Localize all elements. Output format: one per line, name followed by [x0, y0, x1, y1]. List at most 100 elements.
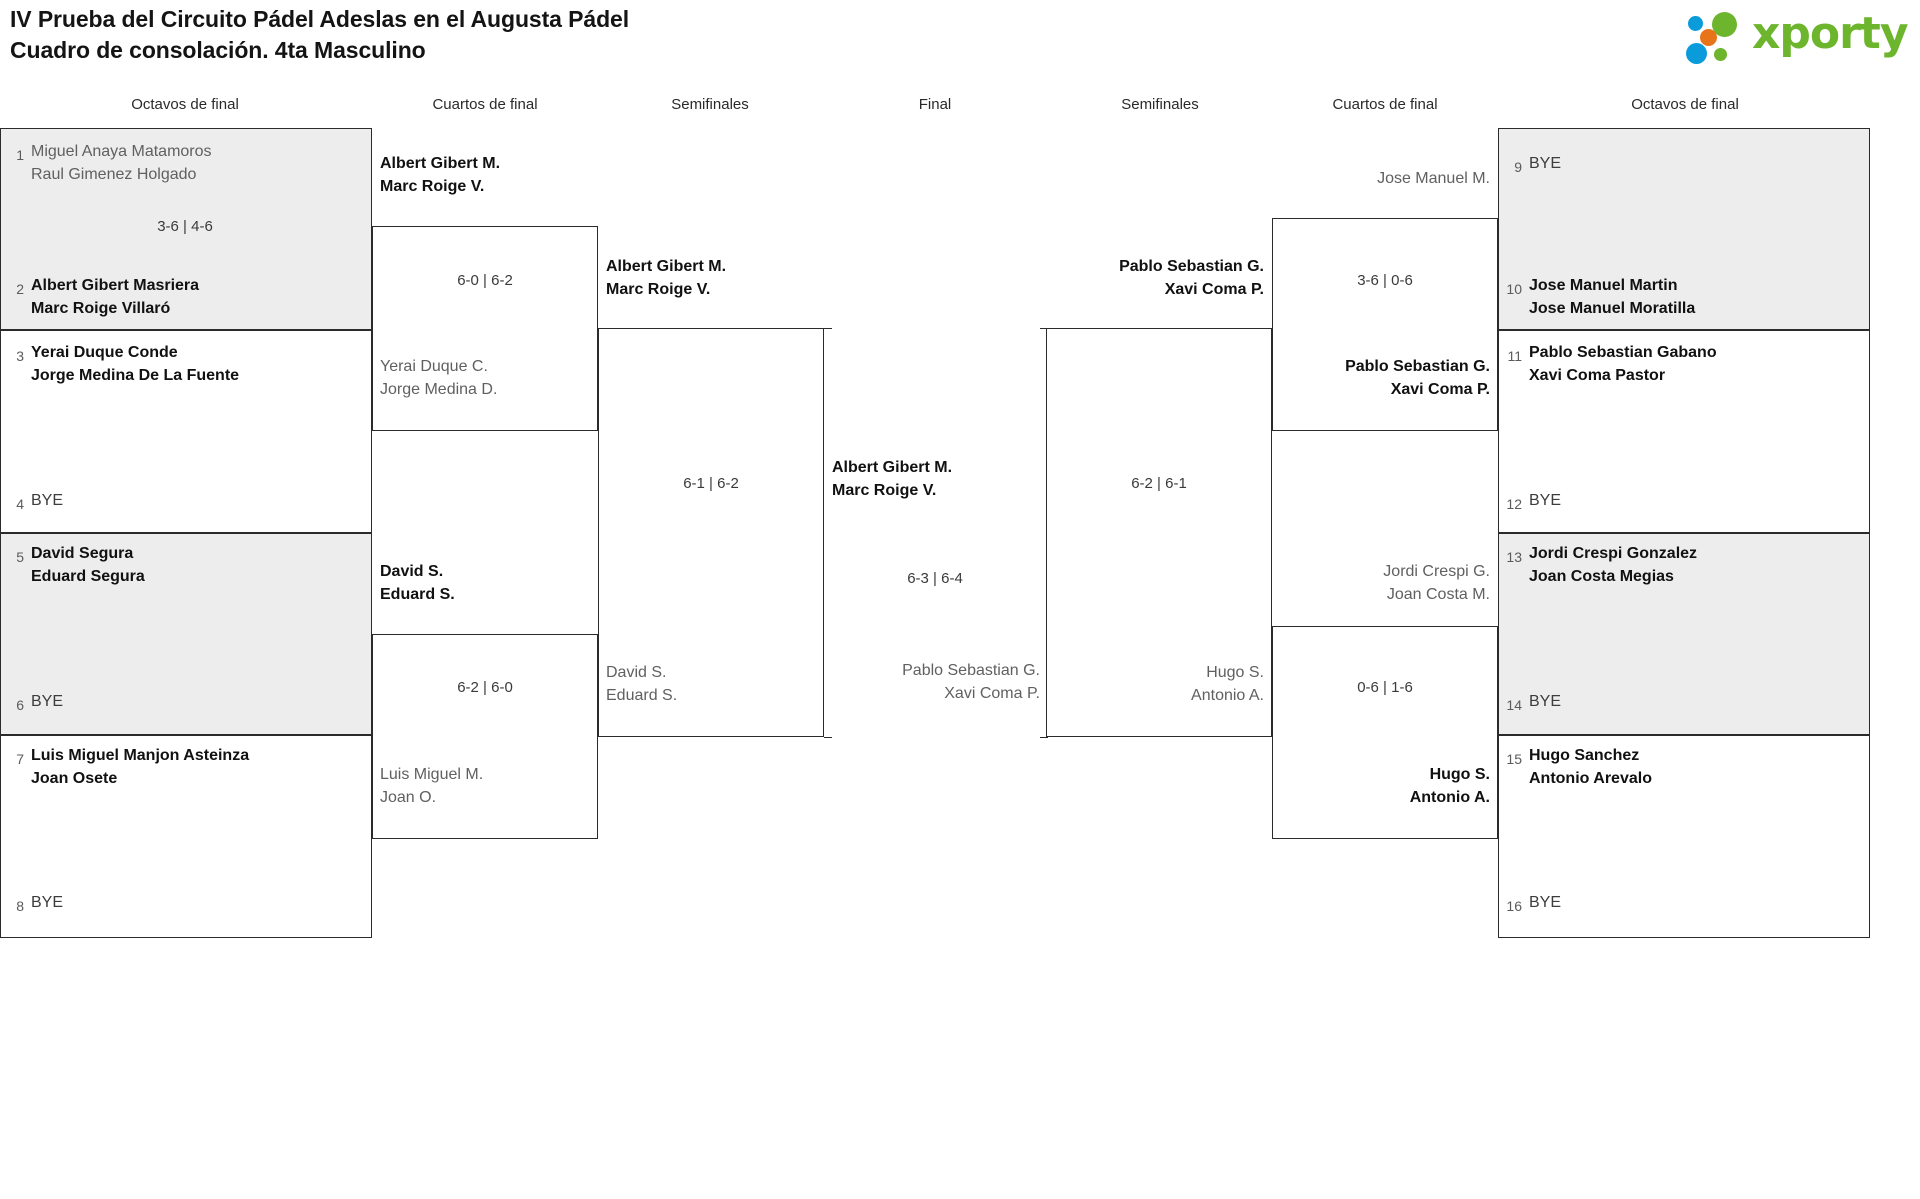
team-names: BYE: [31, 693, 64, 710]
round-label-right-qf: Cuartos de final: [1332, 96, 1438, 113]
final-slot-top[interactable]: Albert Gibert M. Marc Roige V.: [832, 459, 953, 499]
left-seed-entry-1[interactable]: 1 Miguel Anaya Matamoros Raul Gimenez Ho…: [8, 140, 212, 186]
seed-number: 8: [16, 898, 24, 914]
right-qf-score-1: 3-6 | 0-6: [1357, 272, 1413, 289]
team-names: BYE: [1529, 693, 1562, 710]
left-qf-box-1[interactable]: [372, 226, 598, 431]
right-seed-entry-15[interactable]: 15 Hugo Sanchez Antonio Arevalo: [1506, 744, 1652, 790]
team-names: Jordi Crespi Gonzalez Joan Costa Megias: [1529, 545, 1698, 585]
seed-number: 16: [1506, 898, 1522, 914]
right-sf-slot-1[interactable]: Pablo Sebastian G. Xavi Coma P.: [1119, 258, 1264, 298]
right-qf-box-2[interactable]: [1272, 626, 1498, 839]
team-names: Yerai Duque Conde Jorge Medina De La Fue…: [31, 344, 240, 384]
team-names: Luis Miguel Manjon Asteinza Joan Osete: [31, 747, 250, 787]
page-title-line-1: IV Prueba del Circuito Pádel Adeslas en …: [10, 6, 629, 32]
team-names: Hugo Sanchez Antonio Arevalo: [1529, 747, 1652, 787]
left-sf-slot-2[interactable]: David S. Eduard S.: [606, 664, 678, 704]
seed-number: 11: [1507, 348, 1522, 364]
team-names: Albert Gibert Masriera Marc Roige Villar…: [31, 277, 200, 317]
seed-number: 6: [16, 697, 24, 713]
final-score: 6-3 | 6-4: [907, 570, 963, 587]
connector-right-sf-final: [1040, 328, 1048, 329]
left-sf-slot-1[interactable]: Albert Gibert M. Marc Roige V.: [606, 258, 727, 298]
right-sf-score-1: 6-2 | 6-1: [1131, 475, 1187, 492]
left-qf-slot-1[interactable]: Albert Gibert M. Marc Roige V.: [380, 155, 501, 195]
connector-right-sf-final-lo: [1040, 737, 1048, 738]
left-sf-box-1[interactable]: [598, 328, 824, 737]
round-label-final: Final: [918, 96, 952, 113]
logo-dots-icon: [1686, 12, 1752, 64]
page-header: IV Prueba del Circuito Pádel Adeslas en …: [0, 0, 1920, 92]
right-qf-slot-4[interactable]: Hugo S. Antonio A.: [1409, 766, 1490, 806]
left-qf-score-1: 6-0 | 6-2: [457, 272, 513, 289]
team-names: David Segura Eduard Segura: [31, 545, 145, 585]
right-r16-match-1[interactable]: [1498, 128, 1870, 330]
round-label-left-sf: Semifinales: [671, 96, 749, 113]
left-seed-entry-4[interactable]: 4 BYE: [8, 489, 63, 516]
round-label-left-qf: Cuartos de final: [432, 96, 538, 113]
left-qf-box-2[interactable]: [372, 634, 598, 839]
seed-number: 15: [1506, 751, 1522, 767]
left-seed-entry-7[interactable]: 7 Luis Miguel Manjon Asteinza Joan Osete: [8, 744, 249, 790]
left-qf-slot-3[interactable]: David S. Eduard S.: [380, 563, 455, 603]
right-seed-entry-10[interactable]: 10 Jose Manuel Martin Jose Manuel Morati…: [1506, 274, 1695, 320]
left-r16-match-3[interactable]: [0, 533, 372, 735]
team-names: Jose Manuel Martin Jose Manuel Moratilla: [1529, 277, 1696, 317]
page-title-line-2: Cuadro de consolación. 4ta Masculino: [10, 37, 426, 63]
right-seed-entry-9[interactable]: 9 BYE: [1506, 152, 1561, 179]
connector-left-qf-sf-top: [824, 328, 832, 329]
right-qf-slot-1[interactable]: Jose Manuel M.: [1377, 170, 1490, 187]
right-qf-score-2: 0-6 | 1-6: [1357, 679, 1413, 696]
left-seed-entry-5[interactable]: 5 David Segura Eduard Segura: [8, 542, 145, 588]
round-label-right-r16: Octavos de final: [1631, 96, 1739, 113]
round-label-right-sf: Semifinales: [1121, 96, 1199, 113]
right-r16-match-2[interactable]: [1498, 330, 1870, 533]
seed-number: 10: [1506, 281, 1522, 297]
seed-number: 9: [1514, 159, 1522, 175]
seed-number: 14: [1506, 697, 1522, 713]
right-r16-match-3[interactable]: [1498, 533, 1870, 735]
team-names: BYE: [1529, 492, 1562, 509]
left-r16-match-1[interactable]: [0, 128, 372, 330]
right-qf-slot-2[interactable]: Pablo Sebastian G. Xavi Coma P.: [1345, 358, 1490, 398]
seed-number: 2: [16, 281, 24, 297]
right-seed-entry-14[interactable]: 14 BYE: [1506, 690, 1561, 717]
team-names: Miguel Anaya Matamoros Raul Gimenez Holg…: [31, 143, 212, 183]
seed-number: 5: [16, 549, 24, 565]
right-seed-entry-12[interactable]: 12 BYE: [1506, 489, 1561, 516]
team-names: BYE: [31, 894, 64, 911]
left-r16-score-1: 3-6 | 4-6: [157, 218, 213, 235]
left-seed-entry-2[interactable]: 2 Albert Gibert Masriera Marc Roige Vill…: [8, 274, 199, 320]
left-qf-slot-4[interactable]: Luis Miguel M. Joan O.: [380, 766, 484, 806]
left-sf-score-1: 6-1 | 6-2: [683, 475, 739, 492]
left-r16-match-4[interactable]: [0, 735, 372, 938]
title-block: IV Prueba del Circuito Pádel Adeslas en …: [10, 4, 629, 66]
seed-number: 13: [1506, 549, 1522, 565]
seed-number: 1: [16, 147, 24, 163]
left-qf-slot-2[interactable]: Yerai Duque C. Jorge Medina D.: [380, 358, 498, 398]
right-qf-slot-3[interactable]: Jordi Crespi G. Joan Costa M.: [1383, 563, 1490, 603]
right-seed-entry-11[interactable]: 11 Pablo Sebastian Gabano Xavi Coma Past…: [1506, 341, 1717, 387]
left-seed-entry-8[interactable]: 8 BYE: [8, 891, 63, 918]
right-sf-slot-2[interactable]: Hugo S. Antonio A.: [1191, 664, 1264, 704]
left-seed-entry-3[interactable]: 3 Yerai Duque Conde Jorge Medina De La F…: [8, 341, 239, 387]
team-names: BYE: [1529, 894, 1562, 911]
right-sf-box-1[interactable]: [1046, 328, 1272, 737]
left-seed-entry-6[interactable]: 6 BYE: [8, 690, 63, 717]
right-qf-box-1[interactable]: [1272, 218, 1498, 431]
team-names: BYE: [1529, 155, 1562, 172]
seed-number: 7: [16, 751, 24, 767]
right-r16-match-4[interactable]: [1498, 735, 1870, 938]
right-seed-entry-13[interactable]: 13 Jordi Crespi Gonzalez Joan Costa Megi…: [1506, 542, 1697, 588]
final-slot-bottom[interactable]: Pablo Sebastian G. Xavi Coma P.: [902, 662, 1040, 702]
seed-number: 3: [16, 348, 24, 364]
seed-number: 4: [16, 496, 24, 512]
right-seed-entry-16[interactable]: 16 BYE: [1506, 891, 1561, 918]
left-r16-match-2[interactable]: [0, 330, 372, 533]
left-qf-score-2: 6-2 | 6-0: [457, 679, 513, 696]
xporty-logo[interactable]: xporty: [1686, 6, 1909, 68]
round-label-left-r16: Octavos de final: [131, 96, 239, 113]
team-names: Pablo Sebastian Gabano Xavi Coma Pastor: [1529, 344, 1717, 384]
seed-number: 12: [1506, 496, 1522, 512]
connector-left-sf-final: [824, 737, 832, 738]
